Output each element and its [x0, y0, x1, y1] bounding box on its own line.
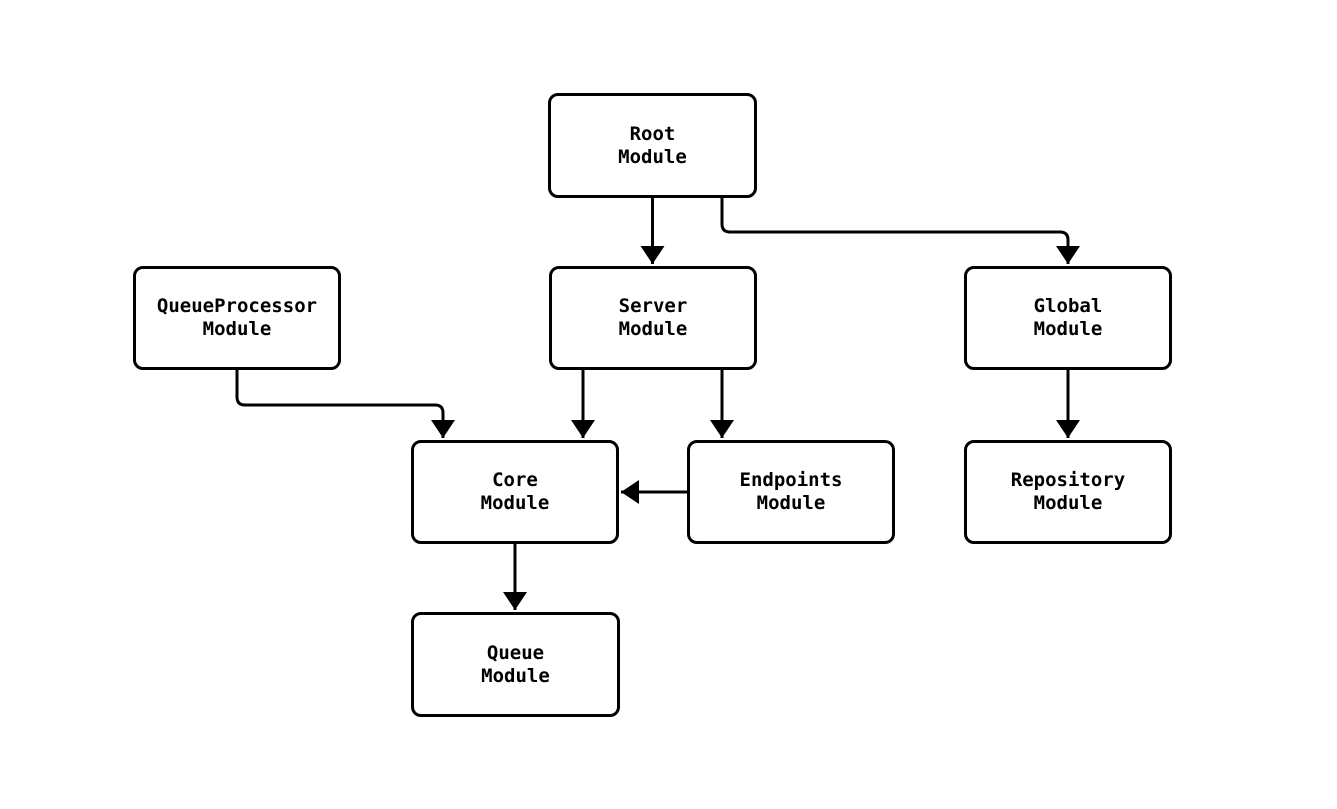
- node-core-module: Core Module: [411, 440, 619, 544]
- node-queueprocessor-module-label: QueueProcessor Module: [157, 295, 317, 341]
- node-label-line1: QueueProcessor: [156, 295, 318, 317]
- node-root-module-label: Root Module: [618, 123, 687, 169]
- node-core-module-label: Core Module: [481, 469, 550, 515]
- node-server-module-label: Server Module: [619, 295, 688, 341]
- edge-queueprocessor-to-core: [235, 370, 455, 438]
- node-global-module: Global Module: [964, 266, 1172, 370]
- edge-root-to-global: [720, 197, 1080, 264]
- node-queue-module-label: Queue Module: [481, 642, 550, 688]
- node-label-line1: Global: [1033, 295, 1103, 317]
- node-label-line2: Module: [618, 145, 687, 168]
- node-queue-module: Queue Module: [411, 612, 620, 717]
- node-label-line2: Module: [1033, 318, 1103, 340]
- node-label-line1: Queue: [486, 641, 545, 664]
- node-queueprocessor-module: QueueProcessor Module: [133, 266, 341, 370]
- node-repository-module-label: Repository Module: [1011, 469, 1125, 515]
- node-label-line2: Module: [1033, 492, 1103, 514]
- node-label-line1: Server: [618, 295, 688, 317]
- node-label-line1: Root: [629, 122, 676, 145]
- node-root-module: Root Module: [548, 93, 757, 198]
- node-endpoints-module: Endpoints Module: [687, 440, 895, 544]
- node-server-module: Server Module: [549, 266, 757, 370]
- node-repository-module: Repository Module: [964, 440, 1172, 544]
- node-label-line1: Core: [492, 469, 538, 491]
- node-label-line2: Module: [618, 318, 688, 340]
- node-label-line1: Endpoints: [739, 469, 843, 491]
- node-global-module-label: Global Module: [1034, 295, 1103, 341]
- node-label-line2: Module: [202, 318, 272, 340]
- node-label-line2: Module: [480, 492, 550, 514]
- node-endpoints-module-label: Endpoints Module: [740, 469, 843, 515]
- node-label-line2: Module: [481, 664, 550, 687]
- node-label-line1: Repository: [1010, 469, 1126, 491]
- node-label-line2: Module: [756, 492, 826, 514]
